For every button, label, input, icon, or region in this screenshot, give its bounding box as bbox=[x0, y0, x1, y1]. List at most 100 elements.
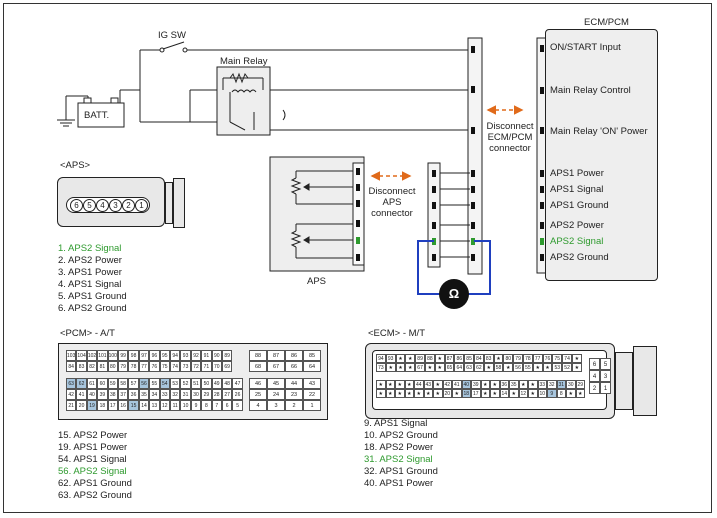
connector-pin: 25 bbox=[249, 389, 267, 400]
connector-pin: 80 bbox=[503, 354, 514, 363]
pin-legend-item: 4. APS1 Signal bbox=[58, 279, 122, 290]
connector-pin: 101 bbox=[97, 350, 108, 361]
connector-pin: ★ bbox=[376, 389, 386, 398]
connector-pin: 8 bbox=[556, 389, 566, 398]
aps-pin: 2 bbox=[122, 199, 135, 212]
ohmmeter bbox=[439, 279, 469, 309]
pin-legend-item: 10. APS2 Ground bbox=[364, 430, 438, 441]
pcm-connector-title: <PCM> - A/T bbox=[60, 328, 115, 339]
connector-pin: 3 bbox=[267, 400, 285, 411]
connector-pin: 15 bbox=[128, 400, 139, 411]
connector-pin: 20 bbox=[76, 400, 87, 411]
connector-pin: 59 bbox=[107, 378, 118, 389]
ecm-pin-label: Main Relay Control bbox=[550, 85, 631, 96]
battery-box bbox=[77, 102, 125, 128]
connector-pin: 1 bbox=[303, 400, 321, 411]
connector-pin: 50 bbox=[201, 378, 212, 389]
connector-pin: ★ bbox=[395, 363, 406, 372]
connector-pin: 83 bbox=[76, 361, 87, 372]
connector-pin: 87 bbox=[267, 350, 285, 361]
aps-pin: 1 bbox=[135, 199, 148, 212]
connector-pin: 93 bbox=[180, 350, 191, 361]
connector-pin: 6 bbox=[589, 358, 600, 370]
connector-pin: ★ bbox=[490, 380, 500, 389]
connector-pin: 56 bbox=[138, 378, 150, 389]
connector-pin: 99 bbox=[118, 350, 129, 361]
pin-legend-item: 18. APS2 Power bbox=[364, 442, 434, 453]
connector-pin: 2 bbox=[589, 382, 600, 394]
connector-pin: 72 bbox=[190, 361, 202, 372]
ohm-symbol: Ω bbox=[448, 286, 460, 301]
connector-pin: 52 bbox=[180, 378, 191, 389]
connector-pin: 104 bbox=[76, 350, 87, 361]
ecm-pin-label: APS1 Power bbox=[550, 168, 604, 179]
connector-pin: ★ bbox=[566, 389, 576, 398]
connector-pin: 38 bbox=[107, 389, 118, 400]
connector-pin: ★ bbox=[433, 380, 443, 389]
connector-pin: ★ bbox=[434, 354, 445, 363]
connector-pin: 41 bbox=[452, 380, 462, 389]
connector-pin: 3 bbox=[600, 370, 611, 382]
connector-pin: ★ bbox=[385, 389, 395, 398]
connector-pin: 56 bbox=[513, 363, 523, 372]
connector-pin: 39 bbox=[97, 389, 108, 400]
connector-pin: 53 bbox=[552, 363, 563, 372]
connector-pin: 44 bbox=[285, 378, 303, 389]
ecm-connector-title: <ECM> - M/T bbox=[368, 328, 426, 339]
ig-switch bbox=[159, 41, 188, 53]
battery-wiring bbox=[57, 49, 470, 131]
connector-pin: 21 bbox=[66, 400, 77, 411]
connector-pin: 58 bbox=[118, 378, 129, 389]
connector-pin: 12 bbox=[518, 389, 528, 398]
connector-pin: 13 bbox=[149, 400, 160, 411]
connector-pin: 55 bbox=[523, 363, 533, 372]
connector-pin: 49 bbox=[211, 378, 222, 389]
ig-switch-label: IG SW bbox=[158, 30, 186, 41]
connector-pin: ★ bbox=[395, 354, 406, 363]
connector-pin: 46 bbox=[249, 378, 267, 389]
connector-pin: 32 bbox=[547, 380, 557, 389]
connector-pin: 37 bbox=[118, 389, 129, 400]
connector-pin: 5 bbox=[600, 358, 611, 370]
connector-pin: 103 bbox=[66, 350, 77, 361]
connector-pin: 98 bbox=[128, 350, 139, 361]
connector-pin: 57 bbox=[128, 378, 139, 389]
connector-pin: 53 bbox=[170, 378, 181, 389]
connector-pin: 41 bbox=[76, 389, 87, 400]
connector-pin: 2 bbox=[285, 400, 303, 411]
aps-pin: 3 bbox=[109, 199, 122, 212]
connector-pin: 8 bbox=[201, 400, 212, 411]
battery-label: BATT. bbox=[84, 110, 110, 121]
connector-pin: 88 bbox=[249, 350, 267, 361]
connector-pin: ★ bbox=[480, 389, 490, 398]
connector-pin: ★ bbox=[518, 380, 528, 389]
connector-pin: 73 bbox=[180, 361, 191, 372]
connector-pin: ★ bbox=[452, 389, 462, 398]
pin-legend-item: 5. APS1 Ground bbox=[58, 291, 127, 302]
pin-legend-item: 1. APS2 Signal bbox=[58, 243, 122, 254]
pin-legend-item: 3. APS1 Power bbox=[58, 267, 122, 278]
connector-pin: 48 bbox=[222, 378, 233, 389]
connector-pin: ★ bbox=[528, 380, 538, 389]
aps-pin: 6 bbox=[70, 199, 83, 212]
connector-pin: 70 bbox=[211, 361, 222, 372]
connector-pin: 14 bbox=[138, 400, 150, 411]
connector-pin: 68 bbox=[249, 361, 267, 372]
connector-pin: 24 bbox=[267, 389, 285, 400]
connector-pin: ★ bbox=[542, 363, 553, 372]
connector-pin: 95 bbox=[159, 350, 170, 361]
connector-pin: ★ bbox=[425, 363, 435, 372]
connector-pin: 94 bbox=[376, 354, 386, 363]
connector-pin: 84 bbox=[66, 361, 77, 372]
connector-pin: ★ bbox=[572, 363, 582, 372]
connector-pin: ★ bbox=[490, 389, 500, 398]
connector-pin: 39 bbox=[471, 380, 481, 389]
connector-pin: 62 bbox=[76, 378, 87, 389]
connector-pin: 34 bbox=[149, 389, 160, 400]
connector-pin: 29 bbox=[201, 389, 212, 400]
connector-pin: 97 bbox=[138, 350, 150, 361]
connector-pin: ★ bbox=[433, 389, 443, 398]
connector-pin: 71 bbox=[201, 361, 212, 372]
